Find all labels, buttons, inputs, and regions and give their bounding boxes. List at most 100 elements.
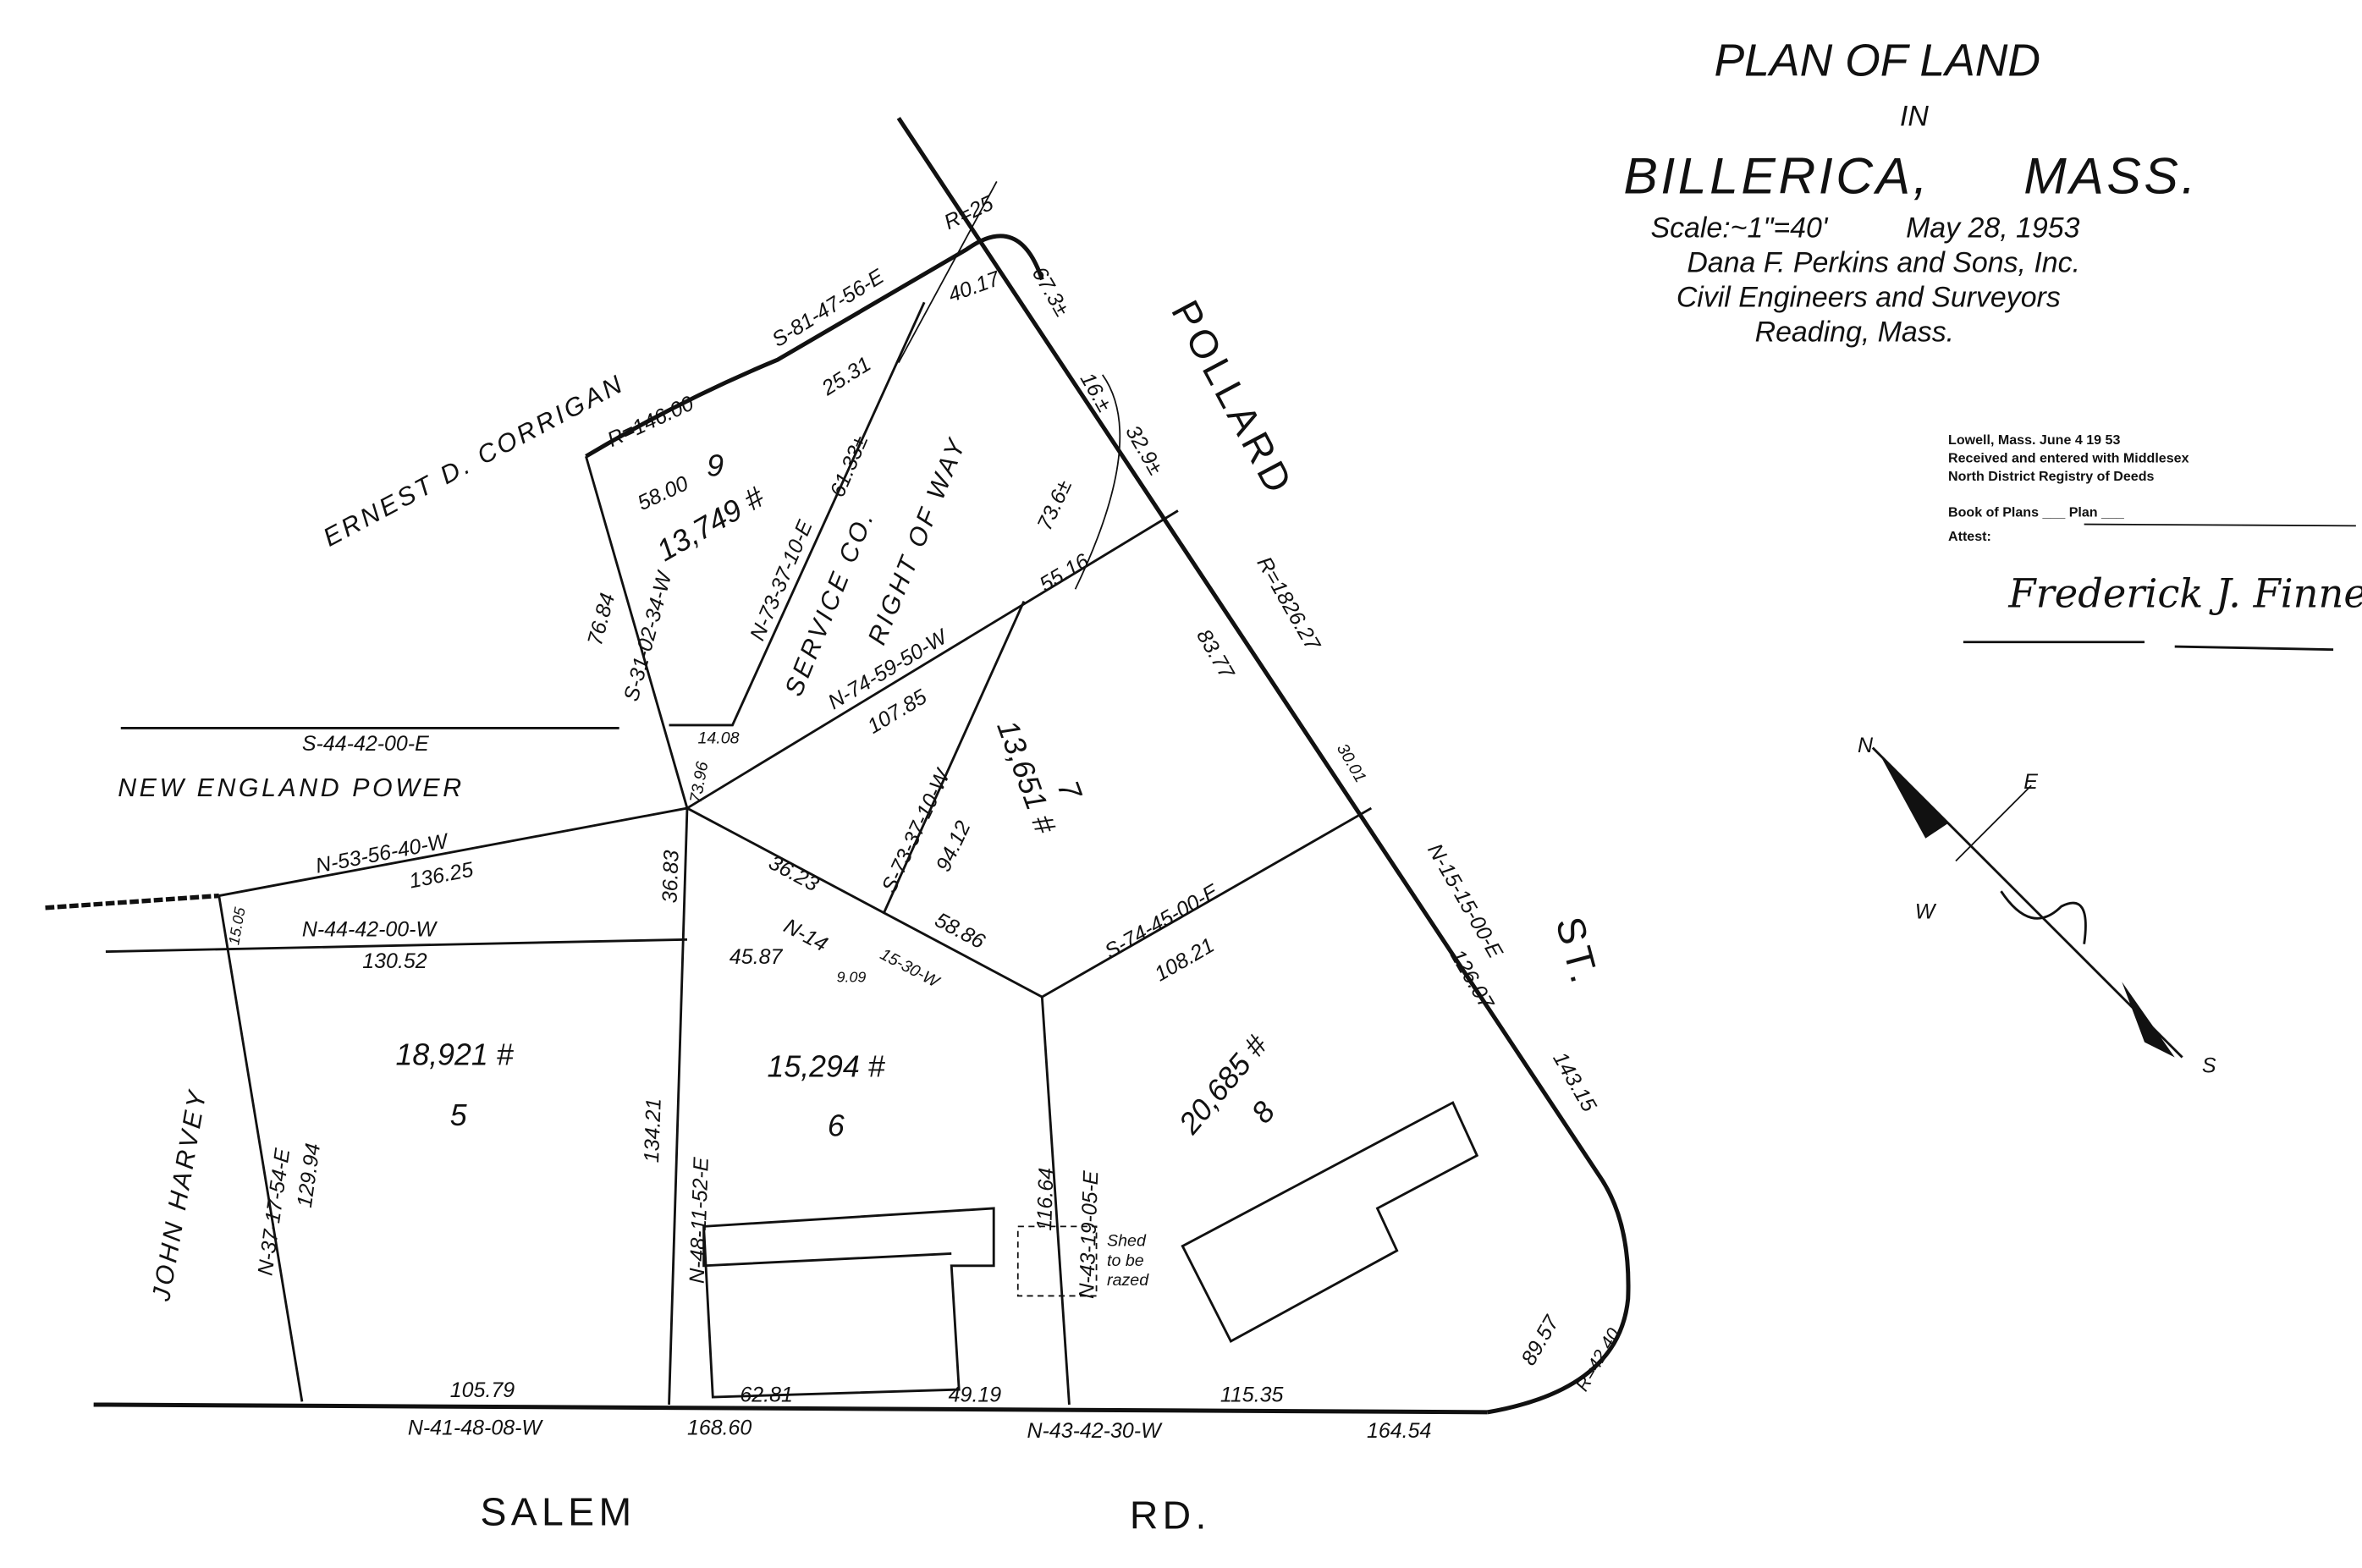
dim-1408: 14.08 xyxy=(697,729,739,747)
dim-s44: S-44-42-00-E xyxy=(302,732,429,756)
dim-n14: N-14 xyxy=(780,914,832,956)
title-firm: Dana F. Perkins and Sons, Inc. xyxy=(1687,247,2080,279)
street-st: ST. xyxy=(1547,912,1608,992)
dim-n41: N-41-48-08-W xyxy=(408,1417,544,1440)
dim-11535: 115.35 xyxy=(1220,1383,1284,1406)
shed-label-3: razed xyxy=(1107,1271,1149,1290)
lot5-number: 5 xyxy=(450,1098,467,1132)
lot8-number: 8 xyxy=(1245,1095,1281,1130)
street-rd: RD. xyxy=(1130,1493,1211,1537)
shed-label-2: to be xyxy=(1107,1252,1144,1270)
dim-4919: 49.19 xyxy=(949,1383,1002,1406)
dim-n43: N-43-19-05-E xyxy=(1075,1170,1103,1299)
title-profession: Civil Engineers and Surveyors xyxy=(1677,282,2061,314)
dim-4017: 40.17 xyxy=(945,267,1004,307)
building-lot6 xyxy=(702,1207,995,1399)
north-arrow-icon xyxy=(1880,755,1949,839)
dim-10785: 107.85 xyxy=(863,685,931,738)
dim-s73: S-73-37-10-W xyxy=(878,764,956,896)
dim-10579: 105.79 xyxy=(450,1378,515,1402)
abutter-john-harvey: JOHN HARVEY xyxy=(147,1087,212,1304)
right-of-way-label: RIGHT OF WAY xyxy=(863,433,972,649)
dim-r146: R=146.00 xyxy=(603,392,697,452)
stamp-line3: North District Registry of Deeds xyxy=(1948,469,2154,484)
dim-n15: N-15-15-00-E xyxy=(1423,839,1507,962)
title-state: MASS. xyxy=(2023,147,2199,205)
abutter-new-england-power: NEW ENGLAND POWER xyxy=(118,774,464,802)
dim-16860: 168.60 xyxy=(687,1417,752,1440)
dim-6281: 62.81 xyxy=(740,1383,792,1406)
dim-3623: 36.23 xyxy=(765,850,823,896)
dim-n4342: N-43-42-30-W xyxy=(1027,1419,1163,1443)
compass-e: E xyxy=(2023,770,2038,794)
title-line2: IN xyxy=(1900,100,1929,132)
dim-5516: 55.16 xyxy=(1036,549,1093,597)
dim-1530: 15-30-W xyxy=(877,945,944,993)
pollard-street-line xyxy=(896,117,1631,1415)
dim-1505: 15.05 xyxy=(225,906,248,946)
dim-13421: 134.21 xyxy=(640,1098,666,1163)
lot-lines xyxy=(45,181,1373,1406)
dim-7396: 73.96 xyxy=(686,760,712,804)
title-block: PLAN OF LAND IN BILLERICA, MASS. Scale:~… xyxy=(1623,36,2199,349)
dim-4587: 45.87 xyxy=(730,945,784,969)
recording-stamp: Lowell, Mass. June 4 19 53 Received and … xyxy=(1948,432,2362,652)
compass-w: W xyxy=(1915,900,1937,923)
dim-8957: 89.57 xyxy=(1517,1311,1564,1369)
dim-s31: S-31-02-34-W xyxy=(619,568,677,704)
dim-9412: 94.12 xyxy=(932,817,976,876)
dim-14315: 143.15 xyxy=(1548,1048,1600,1115)
dim-6133: 61.33± xyxy=(826,432,873,500)
lot6-area: 15,294 # xyxy=(768,1050,886,1084)
dim-13052: 130.52 xyxy=(362,949,427,973)
stamp-signature: Frederick J. Finnegan xyxy=(2007,571,2362,617)
dim-10821: 108.21 xyxy=(1151,933,1219,986)
dim-r4240: R=42.40 xyxy=(1572,1324,1624,1395)
north-arrow-compass: N E S W xyxy=(1858,734,2216,1077)
compass-n: N xyxy=(1858,734,1874,757)
lot6-number: 6 xyxy=(828,1109,845,1142)
dim-909: 9.09 xyxy=(837,968,867,985)
dim-n48: N-48-11-52-E xyxy=(685,1157,713,1285)
dim-13625: 136.25 xyxy=(407,857,475,893)
stamp-line4: Book of Plans ___ Plan ___ xyxy=(1948,505,2125,520)
compass-s: S xyxy=(2202,1054,2216,1077)
dim-11664: 116.64 xyxy=(1032,1167,1059,1230)
salem-road-line xyxy=(93,1402,1488,1415)
dim-3683: 36.83 xyxy=(658,850,683,904)
title-line1: PLAN OF LAND xyxy=(1714,36,2040,86)
title-scale: Scale:~1"=40' xyxy=(1650,212,1828,245)
shed-label-1: Shed xyxy=(1107,1232,1147,1251)
lot7-area: 13,651 # xyxy=(990,716,1062,839)
stamp-line5: Attest: xyxy=(1948,529,1991,544)
street-salem: SALEM xyxy=(480,1490,636,1534)
dim-5800: 58.00 xyxy=(634,471,692,515)
lot7-number: 7 xyxy=(1051,776,1089,804)
lot5-area: 18,921 # xyxy=(396,1037,515,1071)
dim-329: 32.9± xyxy=(1120,421,1167,479)
dim-8377: 83.77 xyxy=(1192,625,1239,684)
dim-2531: 25.31 xyxy=(817,352,875,400)
dim-5886: 58.86 xyxy=(931,908,988,954)
south-arrow-icon xyxy=(2122,982,2175,1058)
title-date: May 28, 1953 xyxy=(1906,212,2080,245)
dim-r1826: R=1826.27 xyxy=(1253,553,1325,655)
dim-7684: 76.84 xyxy=(583,591,619,648)
street-pollard: POLLARD xyxy=(1163,293,1302,503)
dim-n37: N-37-17-54-E xyxy=(253,1147,295,1277)
building-lot8 xyxy=(1181,1101,1479,1343)
dim-16454: 164.54 xyxy=(1367,1419,1431,1443)
title-town: BILLERICA, xyxy=(1623,147,1930,205)
lot8-area: 20,685 # xyxy=(1172,1027,1275,1141)
lot9-number: 9 xyxy=(707,448,724,482)
dim-736: 73.6± xyxy=(1032,476,1076,534)
stamp-line2: Received and entered with Middlesex xyxy=(1948,450,2189,465)
dim-s81: S-81-47-56-E xyxy=(768,265,888,352)
dim-16: 16.± xyxy=(1076,368,1116,415)
dim-12994: 129.94 xyxy=(293,1142,325,1209)
dim-673: 67.3± xyxy=(1027,263,1074,321)
dim-n44: N-44-42-00-W xyxy=(302,918,438,942)
title-location: Reading, Mass. xyxy=(1755,316,1954,349)
abutter-corrigan: ERNEST D. CORRIGAN xyxy=(319,370,630,553)
